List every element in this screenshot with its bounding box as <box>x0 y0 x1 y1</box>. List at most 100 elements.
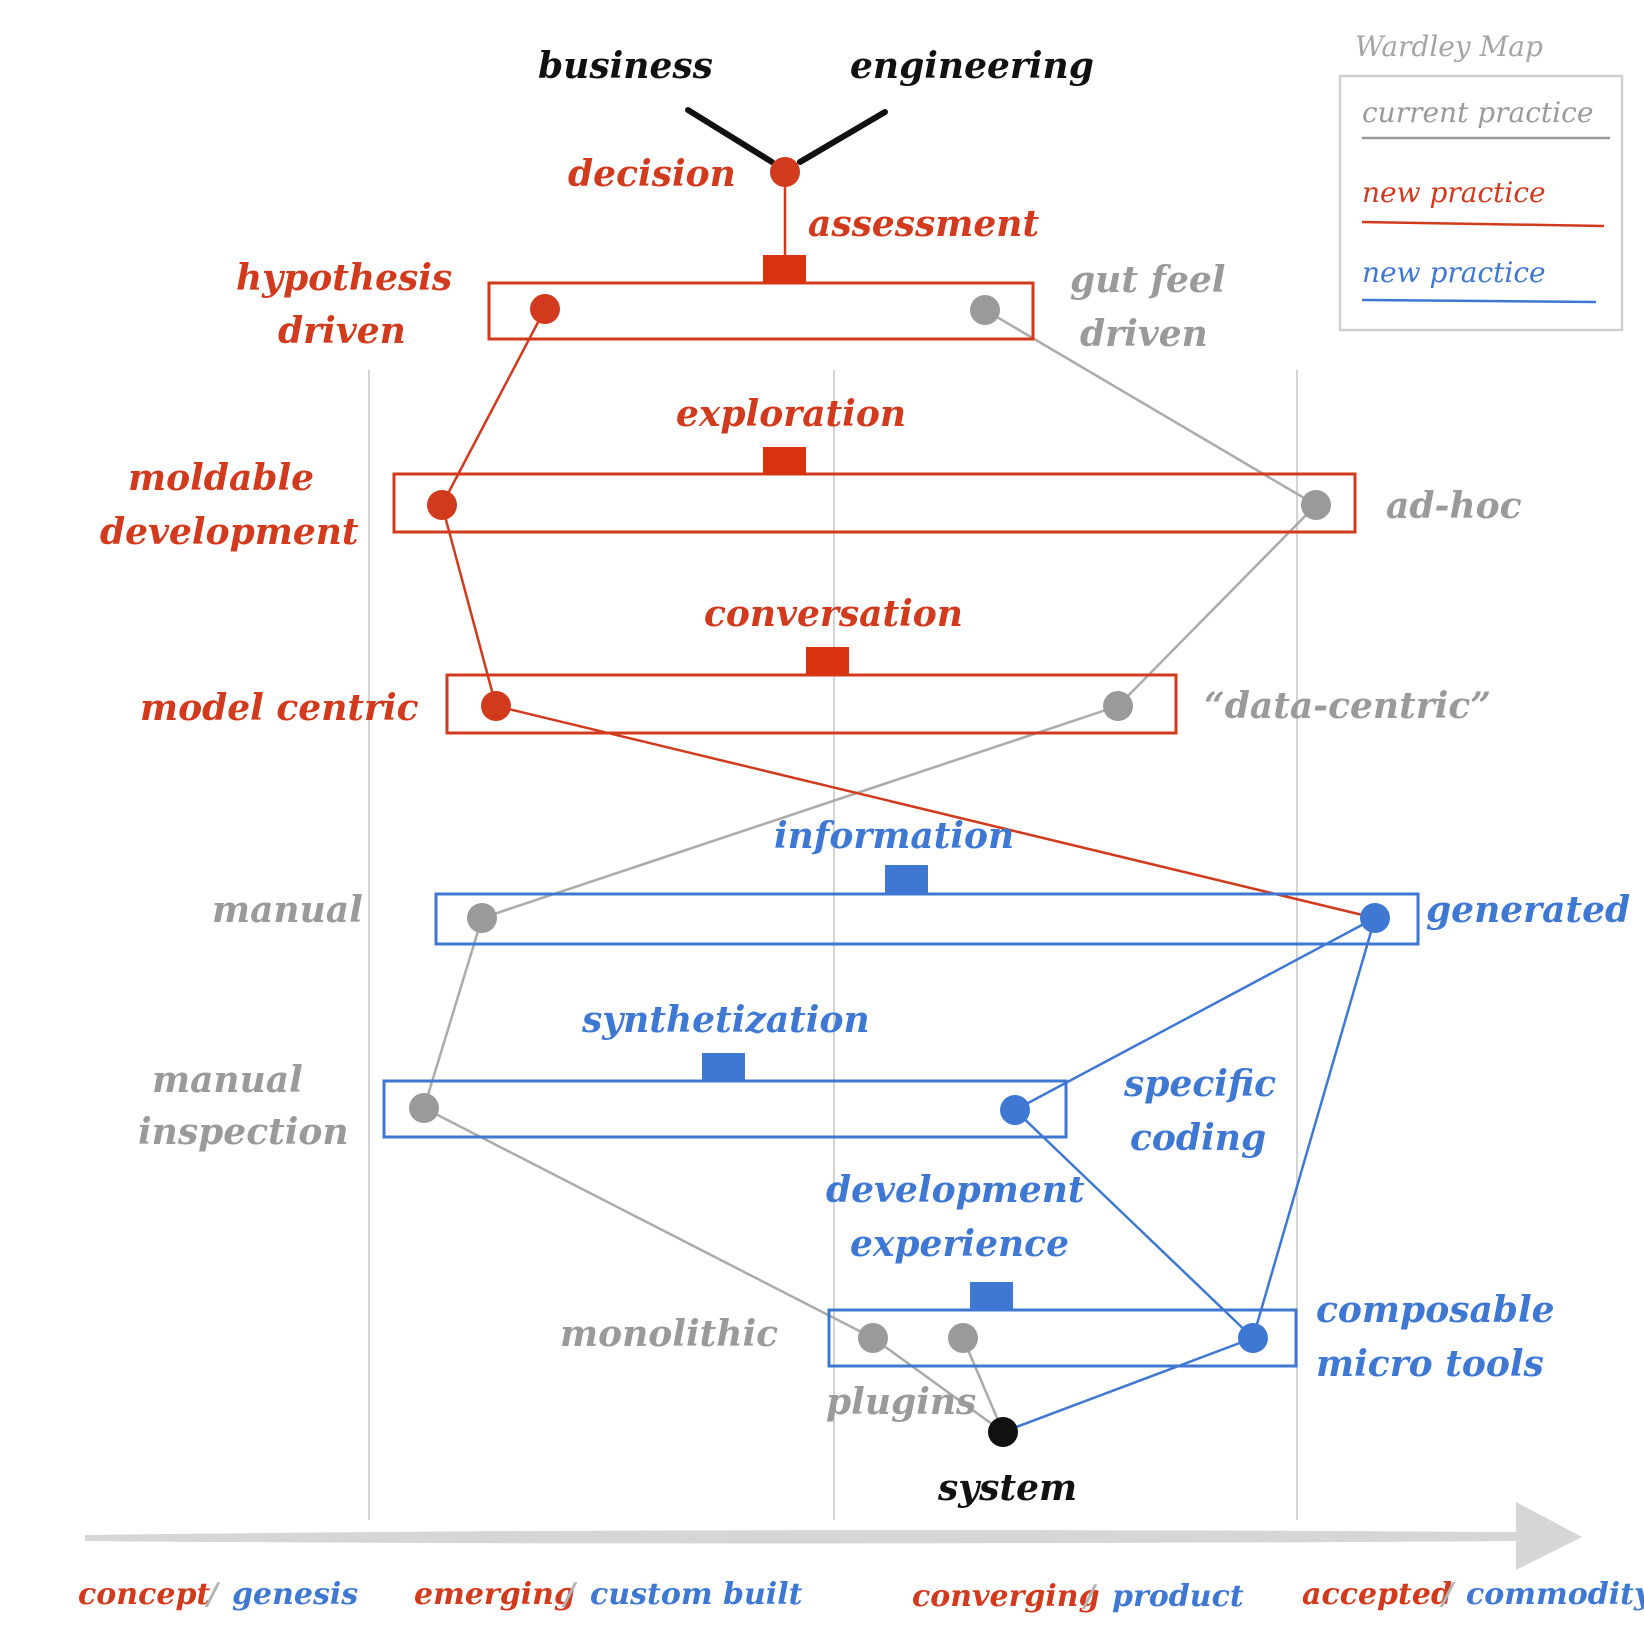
assessment-tab <box>763 255 806 283</box>
generated-label: generated <box>1426 889 1630 931</box>
system-node <box>988 1417 1018 1447</box>
hypothesis-label-line2: driven <box>278 310 406 352</box>
link-hypothesis-moldable <box>440 308 547 506</box>
model-centric-node <box>481 691 511 721</box>
link-generated-specific <box>1014 916 1376 1112</box>
legend-item-new-red: new practice <box>1362 176 1546 209</box>
link-business-decision <box>685 107 775 165</box>
generated-node <box>1360 903 1390 933</box>
legend: Wardley Map current practice new practic… <box>1338 30 1624 332</box>
decision-label: decision <box>568 153 736 195</box>
link-inspection-monolithic <box>423 1106 874 1340</box>
link-generated-composable <box>1251 917 1377 1339</box>
ad-hoc-node <box>1301 490 1331 520</box>
plugins-label: plugins <box>826 1381 976 1423</box>
business-label: business <box>538 45 713 87</box>
legend-line-new-red <box>1361 220 1605 228</box>
link-composable-system <box>1002 1336 1254 1434</box>
development-experience-box <box>827 1308 1298 1368</box>
synthetization-label: synthetization <box>581 999 870 1041</box>
manual-inspection-label-line2: inspection <box>138 1111 349 1153</box>
moldable-node <box>427 490 457 520</box>
conversation-label: conversation <box>704 593 963 635</box>
plugins-node <box>948 1323 978 1353</box>
information-tab <box>885 865 928 894</box>
link-modelcentric-generated <box>495 704 1376 920</box>
stage-3-first: converging <box>912 1579 1100 1614</box>
decision-node <box>770 157 800 187</box>
red-links <box>440 172 1376 920</box>
stage-1-second: genesis <box>232 1577 358 1612</box>
actor-links <box>685 107 888 165</box>
manual-label: manual <box>212 889 363 931</box>
ad-hoc-label: ad-hoc <box>1386 485 1522 527</box>
development-experience-tab <box>970 1282 1013 1310</box>
capability-labels: assessment exploration conversation info… <box>581 203 1085 1265</box>
composable-label-line1: composable <box>1316 1289 1555 1331</box>
stage-2-second: custom built <box>590 1577 803 1612</box>
synthetization-box <box>382 1079 1068 1139</box>
stage-3-second: product <box>1112 1579 1244 1614</box>
stage-4-second: commodity <box>1466 1577 1644 1612</box>
link-adhoc-datacentric <box>1117 504 1317 707</box>
evolution-axis-labels: concept / genesis emerging / custom buil… <box>78 1577 1644 1614</box>
assessment-box <box>487 281 1035 341</box>
monolithic-label: monolithic <box>560 1313 778 1355</box>
legend-item-current: current practice <box>1362 96 1593 129</box>
specific-coding-label-line1: specific <box>1123 1063 1276 1105</box>
moldable-label-line1: moldable <box>128 457 314 499</box>
blue-links <box>1002 916 1377 1434</box>
specific-coding-node <box>1000 1095 1030 1125</box>
specific-coding-label-line2: coding <box>1130 1117 1266 1159</box>
link-moldable-modelcentric <box>440 504 498 707</box>
exploration-tab <box>763 447 806 475</box>
link-plugins-system <box>961 1337 1005 1433</box>
stage-1-separator: / <box>204 1577 221 1612</box>
link-engineering-decision <box>797 109 888 165</box>
moldable-label-line2: development <box>100 511 359 553</box>
evolution-axis-arrow <box>85 1502 1582 1570</box>
information-label: information <box>774 815 1014 857</box>
system-label: system <box>937 1467 1077 1509</box>
stage-2-first: emerging <box>414 1577 575 1612</box>
engineering-label: engineering <box>850 45 1094 87</box>
gut-feel-node <box>970 295 1000 325</box>
stage-4-separator: / <box>1439 1577 1456 1612</box>
synthetization-tab <box>702 1053 745 1081</box>
data-centric-node <box>1103 691 1133 721</box>
gut-feel-label-line2: driven <box>1080 313 1208 355</box>
capability-tabs <box>702 255 1013 1310</box>
data-centric-label: “data-centric” <box>1204 685 1491 727</box>
link-manual-inspection <box>422 917 484 1109</box>
link-monolithic-system <box>872 1336 1004 1434</box>
model-centric-label: model centric <box>140 687 419 729</box>
manual-inspection-node <box>409 1093 439 1123</box>
information-box <box>434 892 1420 946</box>
legend-box <box>1338 74 1624 332</box>
nodes <box>409 157 1390 1447</box>
link-datacentric-manual <box>481 704 1119 920</box>
hypothesis-label-line1: hypothesis <box>236 257 452 299</box>
composable-label-line2: micro tools <box>1316 1343 1544 1385</box>
stage-2-separator: / <box>561 1577 578 1612</box>
stage-4-first: accepted <box>1302 1577 1452 1612</box>
node-labels: decision hypothesis driven gut feel driv… <box>100 153 1630 1509</box>
manual-inspection-label-line1: manual <box>152 1059 303 1101</box>
manual-node <box>467 903 497 933</box>
exploration-box <box>392 472 1357 534</box>
monolithic-node <box>858 1323 888 1353</box>
capability-boxes <box>382 281 1420 1368</box>
conversation-tab <box>806 647 849 675</box>
composable-node <box>1238 1323 1268 1353</box>
hypothesis-node <box>530 294 560 324</box>
gut-feel-label-line1: gut feel <box>1070 259 1225 301</box>
legend-line-new-blue <box>1361 298 1597 304</box>
assessment-label: assessment <box>808 203 1039 245</box>
exploration-label: exploration <box>676 393 906 435</box>
legend-title: Wardley Map <box>1355 30 1543 63</box>
development-experience-label-line1: development <box>826 1169 1085 1211</box>
stage-1-first: concept <box>78 1577 210 1612</box>
stage-3-separator: / <box>1081 1579 1098 1614</box>
link-specific-composable <box>1014 1109 1254 1339</box>
